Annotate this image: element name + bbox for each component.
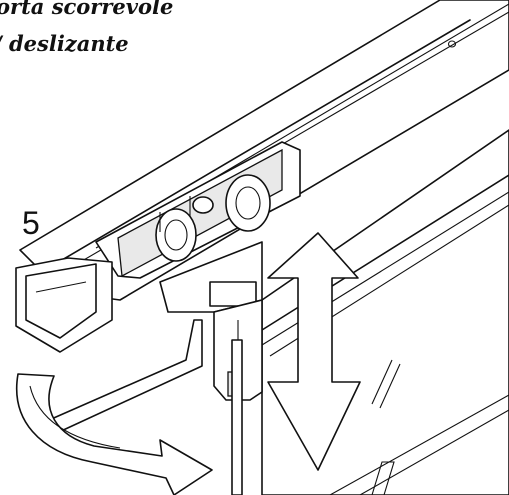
caption-title-line2: / deslizante xyxy=(0,31,129,56)
door-bottom-profile xyxy=(371,461,395,495)
curved-arrow-icon xyxy=(15,373,213,495)
roller-carriage xyxy=(95,141,301,279)
rail-profile xyxy=(15,257,113,353)
adjustment-rod xyxy=(231,339,243,495)
caption-title-line1: orta scorrevole xyxy=(0,0,174,19)
double-headed-arrow-icon xyxy=(267,232,361,471)
step-number: 5 xyxy=(22,205,40,241)
